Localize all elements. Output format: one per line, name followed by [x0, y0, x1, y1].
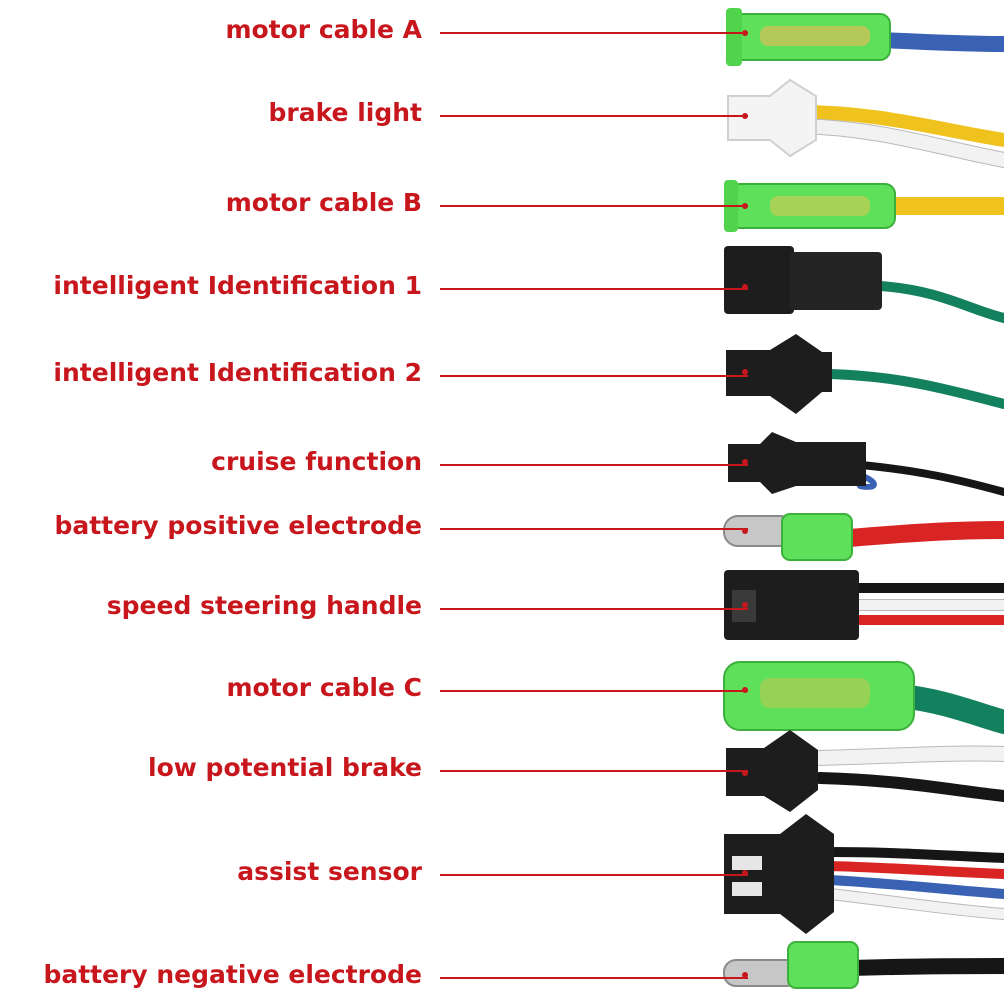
three-pin-plug-icon	[724, 570, 859, 640]
wire-green	[825, 369, 1004, 409]
plug-body	[790, 252, 882, 310]
bullet-terminal-icon	[770, 196, 870, 216]
pin-slot	[732, 856, 762, 870]
label-low-potential-brake: low potential brake	[148, 753, 422, 782]
leader-end-dot	[742, 602, 748, 608]
leader-end-dot	[742, 369, 748, 375]
wire-red	[825, 861, 1004, 879]
green-sleeve	[787, 941, 859, 989]
leader-line	[440, 288, 748, 290]
leader-line	[440, 375, 748, 377]
leader-end-dot	[742, 972, 748, 978]
wire-white	[825, 889, 1004, 919]
leader-line	[440, 608, 748, 610]
wire-black	[842, 958, 1004, 976]
leader-end-dot	[742, 459, 748, 465]
wire-white	[793, 119, 1004, 167]
bullet-terminal-icon	[723, 959, 799, 987]
label-motor-cable-b: motor cable B	[225, 188, 422, 217]
bullet-terminal-icon	[760, 678, 870, 708]
sleeve-cap	[726, 8, 742, 66]
wire-black	[814, 772, 1004, 802]
label-motor-cable-c: motor cable C	[226, 673, 422, 702]
leader-line	[440, 977, 748, 979]
latch-plug-icon	[726, 334, 832, 414]
wire-yellow	[793, 105, 1004, 147]
green-sleeve	[781, 513, 853, 561]
wire-blue	[825, 875, 1004, 899]
wire-green	[888, 684, 1004, 734]
bullet-terminal-icon	[760, 26, 870, 46]
leader-line	[440, 464, 748, 466]
five-pin-plug-icon	[724, 814, 834, 934]
white-plug-icon	[727, 78, 817, 158]
wire-black	[846, 460, 1004, 496]
label-motor-cable-a: motor cable A	[225, 15, 422, 44]
pin-slot	[732, 882, 762, 896]
label-brake-light: brake light	[268, 98, 423, 127]
single-pin-plug-icon	[724, 246, 794, 314]
leader-line	[440, 770, 748, 772]
label-intelligent-identification-2: intelligent Identification 2	[53, 358, 422, 387]
label-battery-negative-electrode: battery negative electrode	[43, 960, 422, 989]
leader-line	[440, 690, 748, 692]
leader-line	[440, 32, 748, 34]
leader-line	[440, 874, 748, 876]
loop-plug-icon	[728, 432, 866, 494]
wire-black	[825, 847, 1004, 863]
leader-line	[440, 528, 748, 530]
wire-green	[875, 281, 1004, 323]
label-cruise-function: cruise function	[211, 447, 422, 476]
label-intelligent-identification-1: intelligent Identification 1	[53, 271, 422, 300]
leader-line	[440, 205, 748, 207]
leader-line	[440, 115, 748, 117]
wire-red	[841, 521, 1004, 547]
latch-plug-icon	[726, 730, 818, 812]
label-battery-positive-electrode: battery positive electrode	[54, 511, 422, 540]
label-assist-sensor: assist sensor	[237, 857, 422, 886]
wire-blue	[872, 32, 1004, 52]
wire-white	[813, 746, 1004, 765]
label-speed-steering-handle: speed steering handle	[106, 591, 422, 620]
